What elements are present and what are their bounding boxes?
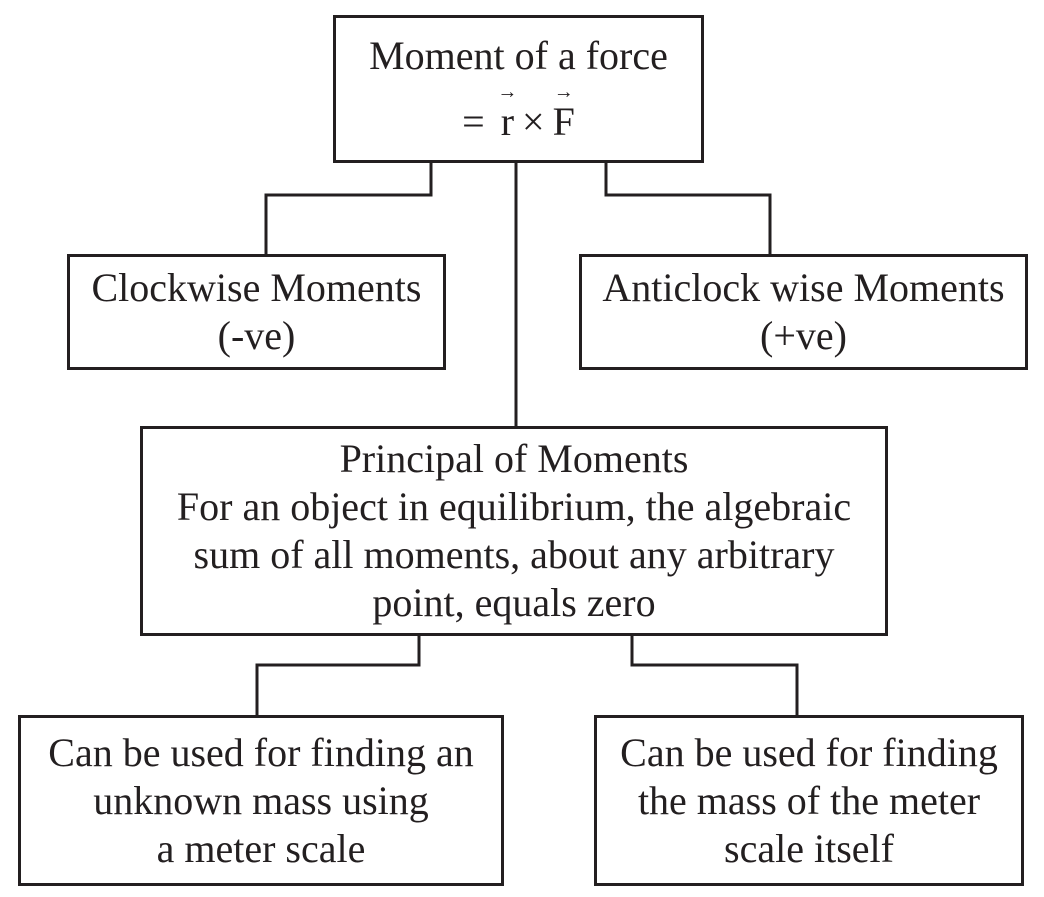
vector-arrow-icon: → [497,81,518,103]
connector-moment-to-clockwise [264,163,433,254]
anticlockwise-sign: (+ve) [760,313,847,358]
principle-text-line-2: sum of all moments, about any arbitrary [193,532,835,577]
formula-times: × [522,99,545,144]
vector-F-symbol: F [552,99,575,144]
principle-text-line-1: For an object in equilibrium, the algebr… [176,484,852,529]
vector-r-symbol: r [500,99,515,144]
moment-title: Moment of a force [369,33,668,78]
principle-of-moments-box: Principal of Moments For an object in eq… [140,426,888,636]
unknown-mass-line-2: unknown mass using [93,777,429,823]
scale-mass-line-3: scale itself [724,825,894,871]
clockwise-moments-box: Clockwise Moments (-ve) [67,254,446,370]
connector-principle-to-unknown-mass [255,636,421,715]
anticlockwise-moments-box: Anticlock wise Moments (+ve) [579,254,1028,370]
clockwise-label: Clockwise Moments [91,265,422,310]
clockwise-sign: (-ve) [217,313,296,358]
unknown-mass-line-3: a meter scale [156,825,366,871]
unknown-mass-box: Can be used for finding an unknown mass … [18,715,504,886]
vector-F: → F [552,82,575,146]
vector-arrow-icon: → [553,81,574,103]
formula-equals: = [462,99,485,144]
connector-moment-to-anticlockwise [604,163,772,254]
unknown-mass-line-1: Can be used for finding an [48,729,474,775]
scale-mass-box: Can be used for finding the mass of the … [594,715,1024,886]
scale-mass-line-1: Can be used for finding [620,729,998,775]
connector-principle-to-scale-mass [630,636,799,715]
vector-r: → r [497,82,517,146]
moment-of-force-box: Moment of a force = → r × → F [333,15,704,163]
principle-text-line-3: point, equals zero [372,580,656,625]
scale-mass-line-2: the mass of the meter [637,777,981,823]
anticlockwise-label: Anticlock wise Moments [602,265,1005,310]
moment-formula: = → r × → F [462,82,575,146]
principle-title: Principal of Moments [339,436,689,481]
